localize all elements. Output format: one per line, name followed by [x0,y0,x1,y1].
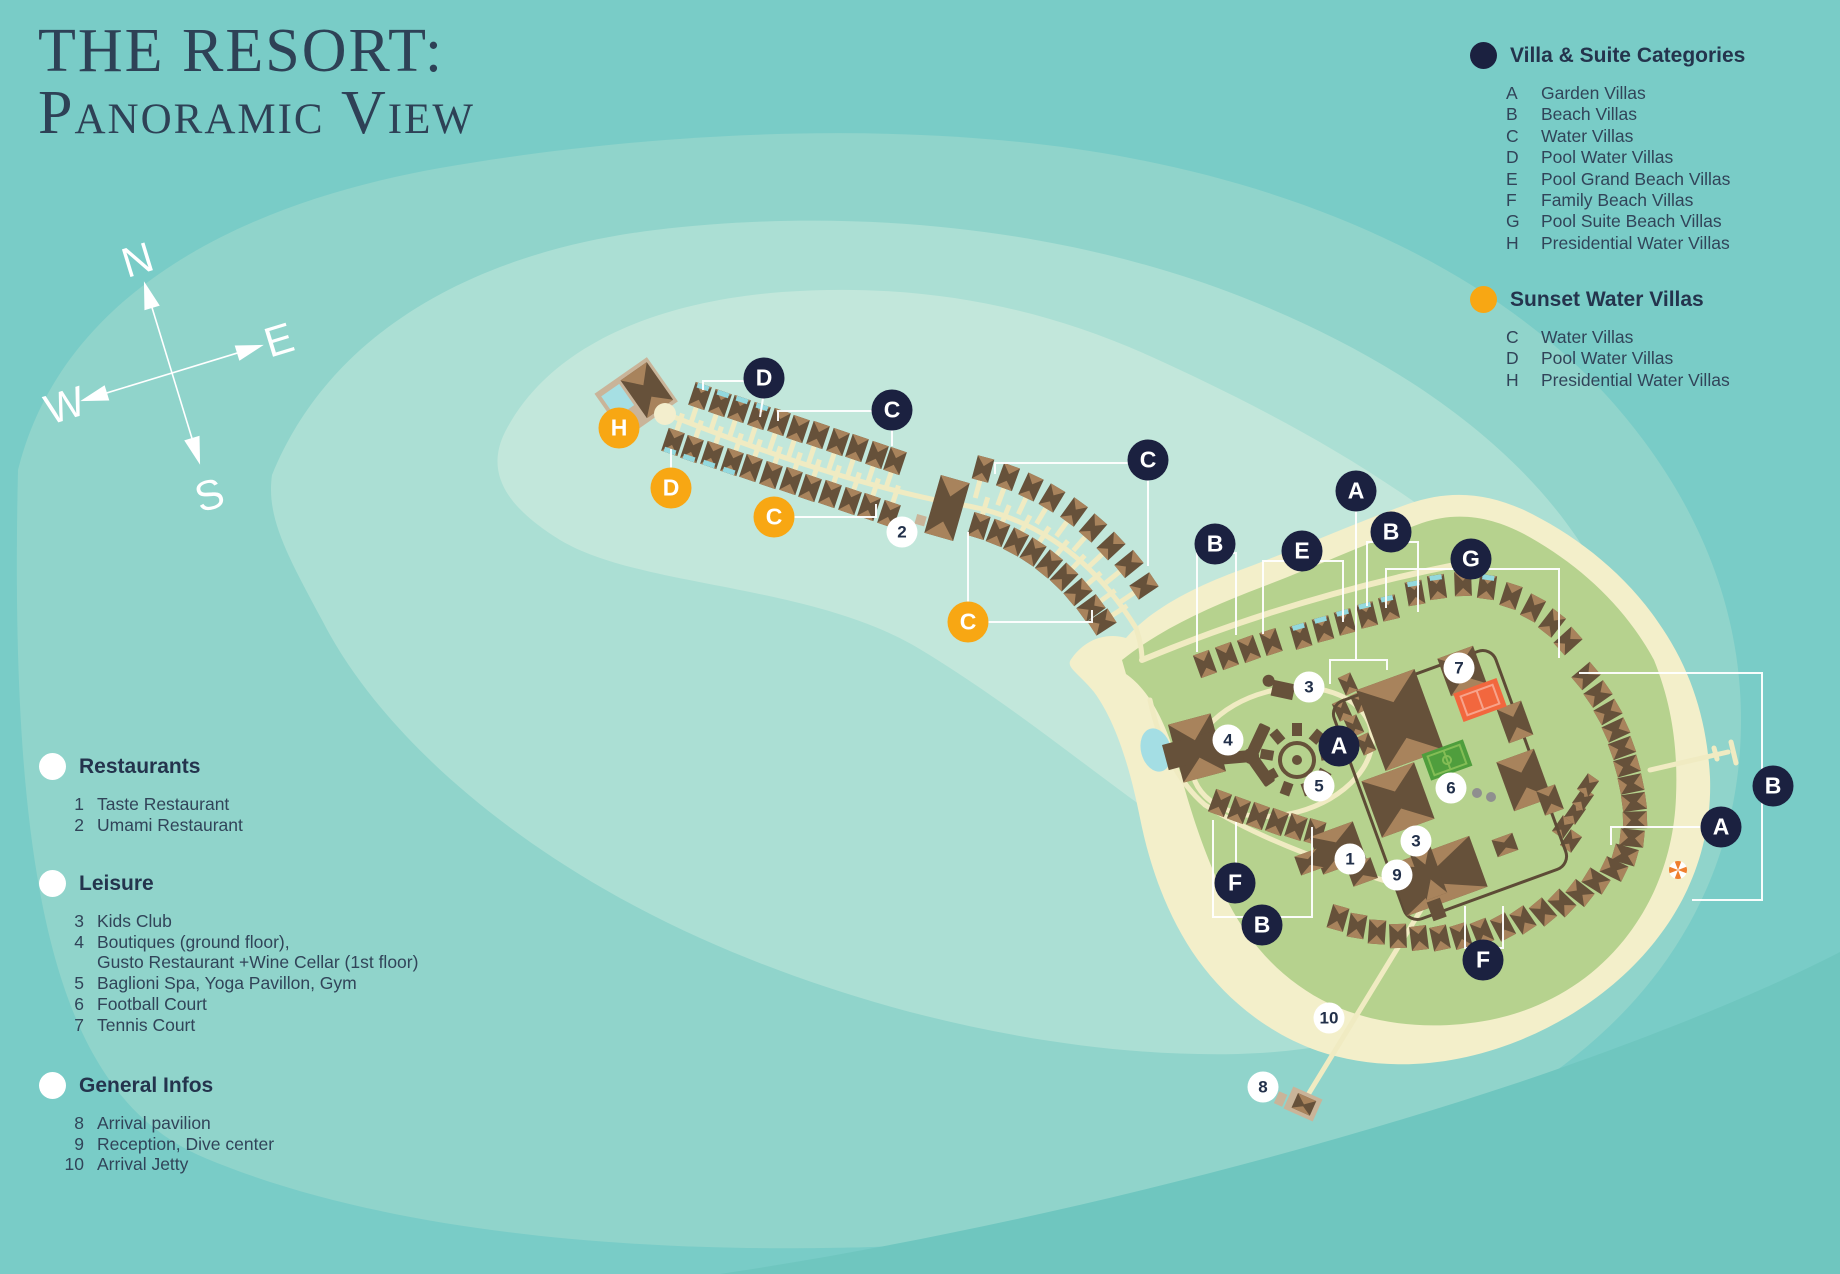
map-marker-dark-B: B [1752,765,1794,807]
map-marker-dark-A: A [1335,470,1377,512]
general-infos-dot-icon [39,1072,66,1099]
map-marker-dark-B: B [1370,511,1412,553]
sunset-villas-dot-icon [1470,286,1497,313]
map-marker-white-3: 3 [1400,825,1432,857]
map-marker-orange-D: D [650,467,692,509]
page-title: THE RESORT: Panoramic View [38,20,475,144]
map-marker-white-1: 1 [1334,843,1366,875]
map-marker-dark-C: C [871,389,913,431]
legend-heading: Restaurants [79,754,201,778]
map-marker-dark-F: F [1214,862,1256,904]
map-marker-white-8: 8 [1247,1071,1279,1103]
map-marker-white-7: 7 [1443,652,1475,684]
map-marker-white-5: 5 [1303,770,1335,802]
map-marker-dark-A: A [1318,725,1360,767]
map-marker-dark-C: C [1127,439,1169,481]
map-marker-dark-B: B [1194,523,1236,565]
villa-categories-dot-icon [1470,42,1497,69]
page-title-line2: Panoramic View [38,79,475,147]
map-marker-white-9: 9 [1381,859,1413,891]
map-marker-orange-C: C [947,601,989,643]
legend-heading: Villa & Suite Categories [1510,43,1746,67]
map-marker-white-6: 6 [1435,772,1467,804]
map-marker-white-3: 3 [1293,671,1325,703]
villa-buildings [661,381,1648,952]
map-marker-orange-C: C [753,496,795,538]
map-marker-dark-D: D [743,357,785,399]
map-marker-orange-H: H [598,407,640,449]
map-marker-dark-B: B [1241,904,1283,946]
map-marker-white-4: 4 [1212,724,1244,756]
compass-north: N [116,233,159,287]
page-title-line1: THE RESORT: [38,17,445,85]
legend-heading: General Infos [79,1073,214,1097]
map-marker-dark-E: E [1281,530,1323,572]
leisure-dot-icon [39,870,66,897]
map-marker-white-2: 2 [886,516,918,548]
map-marker-white-10: 10 [1313,1002,1345,1034]
restaurants-dot-icon [39,753,66,780]
map-marker-dark-F: F [1462,939,1504,981]
legend-heading: Sunset Water Villas [1510,287,1704,311]
legend-heading: Leisure [79,871,154,895]
map-marker-dark-G: G [1450,538,1492,580]
map-marker-dark-A: A [1700,806,1742,848]
